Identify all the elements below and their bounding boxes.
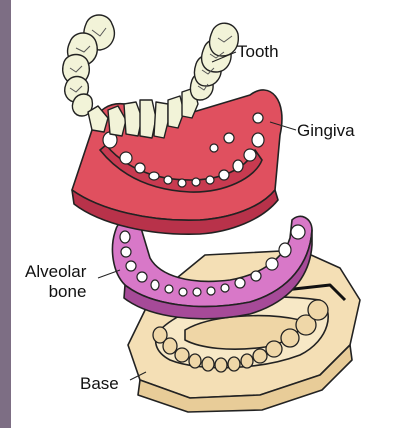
gingiva-label: Gingiva — [297, 121, 355, 141]
alveolar-bone-label-line1: Alveolar — [25, 262, 86, 282]
tooth-label: Tooth — [237, 42, 279, 62]
base-label: Base — [80, 374, 119, 394]
alveolar-bone-label-line2: bone — [25, 282, 86, 302]
alveolar-bone-label: Alveolar bone — [25, 262, 86, 302]
